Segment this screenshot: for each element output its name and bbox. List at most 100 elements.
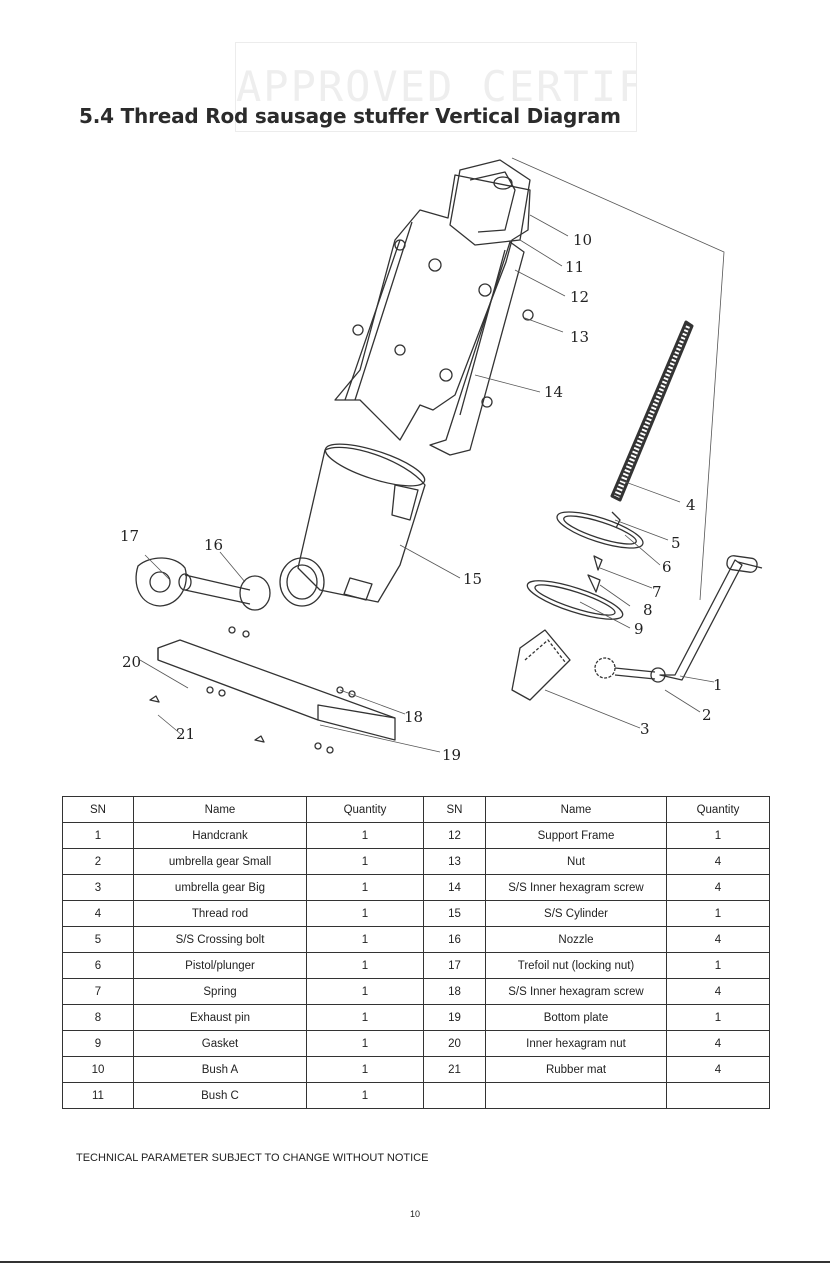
cell-qty-2: 4 bbox=[666, 926, 770, 953]
technical-notice: TECHNICAL PARAMETER SUBJECT TO CHANGE WI… bbox=[76, 1152, 429, 1164]
cell-name-2: S/S Inner hexagram screw bbox=[485, 978, 667, 1005]
header-quantity: Quantity bbox=[306, 796, 424, 823]
support-frame bbox=[334, 174, 531, 441]
cell-name: Handcrank bbox=[133, 822, 307, 849]
cell-name-2: S/S Inner hexagram screw bbox=[485, 874, 667, 901]
cell-sn: 4 bbox=[62, 900, 134, 927]
cell-qty: 1 bbox=[306, 1004, 424, 1031]
table-row: 8 Exhaust pin 1 19 Bottom plate 1 bbox=[62, 1004, 770, 1031]
exploded-diagram: 10 11 12 13 14 4 5 6 7 8 9 17 16 15 1 20… bbox=[120, 157, 763, 764]
cell-qty: 1 bbox=[306, 978, 424, 1005]
callout-labels: 10 11 12 13 14 4 5 6 7 8 9 17 16 15 1 20… bbox=[120, 231, 723, 764]
cell-sn-2: 20 bbox=[423, 1030, 486, 1057]
cell-qty: 1 bbox=[306, 926, 424, 953]
cell-name-2: S/S Cylinder bbox=[485, 900, 667, 927]
cell-name: Bush C bbox=[133, 1082, 307, 1109]
cell-qty: 1 bbox=[306, 874, 424, 901]
callout-19: 19 bbox=[442, 746, 461, 764]
callout-21: 21 bbox=[176, 725, 195, 743]
umbrella-gear-small bbox=[594, 657, 616, 679]
header-name-2: Name bbox=[485, 796, 667, 823]
cell-qty: 1 bbox=[306, 848, 424, 875]
cell-sn-2: 16 bbox=[423, 926, 486, 953]
header-sn: SN bbox=[62, 796, 134, 823]
cell-qty: 1 bbox=[306, 822, 424, 849]
background-watermark: APPROVED CERTIFICATE bbox=[235, 42, 637, 132]
cell-qty-2: 1 bbox=[666, 1004, 770, 1031]
umbrella-gear-big bbox=[511, 629, 571, 701]
table-row: 10 Bush A 1 21 Rubber mat 4 bbox=[62, 1056, 770, 1083]
cell-name-2: Bottom plate bbox=[485, 1004, 667, 1031]
callout-5: 5 bbox=[671, 534, 681, 552]
callout-16: 16 bbox=[204, 536, 223, 554]
cell-qty-2: 1 bbox=[666, 900, 770, 927]
page-bottom-rule bbox=[0, 1261, 830, 1263]
handcrank bbox=[659, 559, 743, 681]
cell-sn-2: 14 bbox=[423, 874, 486, 901]
cell-sn: 11 bbox=[62, 1082, 134, 1109]
cell-sn: 10 bbox=[62, 1056, 134, 1083]
cell-qty-2 bbox=[666, 1082, 770, 1109]
table-row: 1 Handcrank 1 12 Support Frame 1 bbox=[62, 822, 770, 849]
table-row: 6 Pistol/plunger 1 17 Trefoil nut (locki… bbox=[62, 952, 770, 979]
cell-sn: 1 bbox=[62, 822, 134, 849]
parts-table: SN Name Quantity SN Name Quantity 1 Hand… bbox=[62, 796, 770, 1109]
callout-3: 3 bbox=[640, 720, 650, 738]
gasket bbox=[526, 580, 624, 620]
cell-name-2: Rubber mat bbox=[485, 1056, 667, 1083]
table-row: 5 S/S Crossing bolt 1 16 Nozzle 4 bbox=[62, 926, 770, 953]
cell-sn-2: 19 bbox=[423, 1004, 486, 1031]
cell-name: Gasket bbox=[133, 1030, 307, 1057]
callout-13: 13 bbox=[570, 328, 589, 346]
callout-17: 17 bbox=[120, 527, 139, 545]
callout-6: 6 bbox=[662, 558, 672, 576]
table-row: 9 Gasket 1 20 Inner hexagram nut 4 bbox=[62, 1030, 770, 1057]
table-row: 11 Bush C 1 bbox=[62, 1082, 770, 1109]
callout-15: 15 bbox=[463, 570, 482, 588]
cell-qty: 1 bbox=[306, 1030, 424, 1057]
top-bush-block bbox=[449, 159, 531, 246]
page-title: 5.4 Thread Rod sausage stuffer Vertical … bbox=[79, 104, 621, 128]
cell-qty-2: 4 bbox=[666, 1056, 770, 1083]
cell-qty-2: 1 bbox=[666, 952, 770, 979]
cell-name: Thread rod bbox=[133, 900, 307, 927]
callout-8: 8 bbox=[643, 601, 653, 619]
cell-sn-2: 21 bbox=[423, 1056, 486, 1083]
cell-sn: 9 bbox=[62, 1030, 134, 1057]
cell-name: Bush A bbox=[133, 1056, 307, 1083]
nozzle-16 bbox=[279, 557, 325, 607]
callout-1: 1 bbox=[713, 676, 723, 694]
cell-qty-2: 1 bbox=[666, 822, 770, 849]
cell-qty-2: 4 bbox=[666, 1030, 770, 1057]
cell-name-2: Trefoil nut (locking nut) bbox=[485, 952, 667, 979]
cell-name-2: Inner hexagram nut bbox=[485, 1030, 667, 1057]
cell-name-2: Nut bbox=[485, 848, 667, 875]
page-number: 10 bbox=[409, 1209, 420, 1219]
callout-9: 9 bbox=[634, 620, 644, 638]
table-row: 4 Thread rod 1 15 S/S Cylinder 1 bbox=[62, 900, 770, 927]
cell-sn: 5 bbox=[62, 926, 134, 953]
cell-name: umbrella gear Small bbox=[133, 848, 307, 875]
cell-sn-2: 18 bbox=[423, 978, 486, 1005]
cell-sn-2: 12 bbox=[423, 822, 486, 849]
cell-sn-2: 13 bbox=[423, 848, 486, 875]
cell-name: Spring bbox=[133, 978, 307, 1005]
ss-cylinder bbox=[297, 446, 426, 603]
cell-qty: 1 bbox=[306, 1082, 424, 1109]
cell-name: Exhaust pin bbox=[133, 1004, 307, 1031]
plunger-disc bbox=[556, 511, 644, 549]
cell-name: S/S Crossing bolt bbox=[133, 926, 307, 953]
cell-name: umbrella gear Big bbox=[133, 874, 307, 901]
cell-sn-2: 15 bbox=[423, 900, 486, 927]
trefoil-nut bbox=[135, 557, 187, 607]
header-sn-2: SN bbox=[423, 796, 486, 823]
cell-sn: 8 bbox=[62, 1004, 134, 1031]
cell-sn: 6 bbox=[62, 952, 134, 979]
header-quantity-2: Quantity bbox=[666, 796, 770, 823]
table-header-row: SN Name Quantity SN Name Quantity bbox=[62, 796, 770, 823]
cell-name-2: Support Frame bbox=[485, 822, 667, 849]
cell-sn: 2 bbox=[62, 848, 134, 875]
cell-sn-2: 17 bbox=[423, 952, 486, 979]
cell-name: Pistol/plunger bbox=[133, 952, 307, 979]
callout-11: 11 bbox=[565, 258, 584, 276]
